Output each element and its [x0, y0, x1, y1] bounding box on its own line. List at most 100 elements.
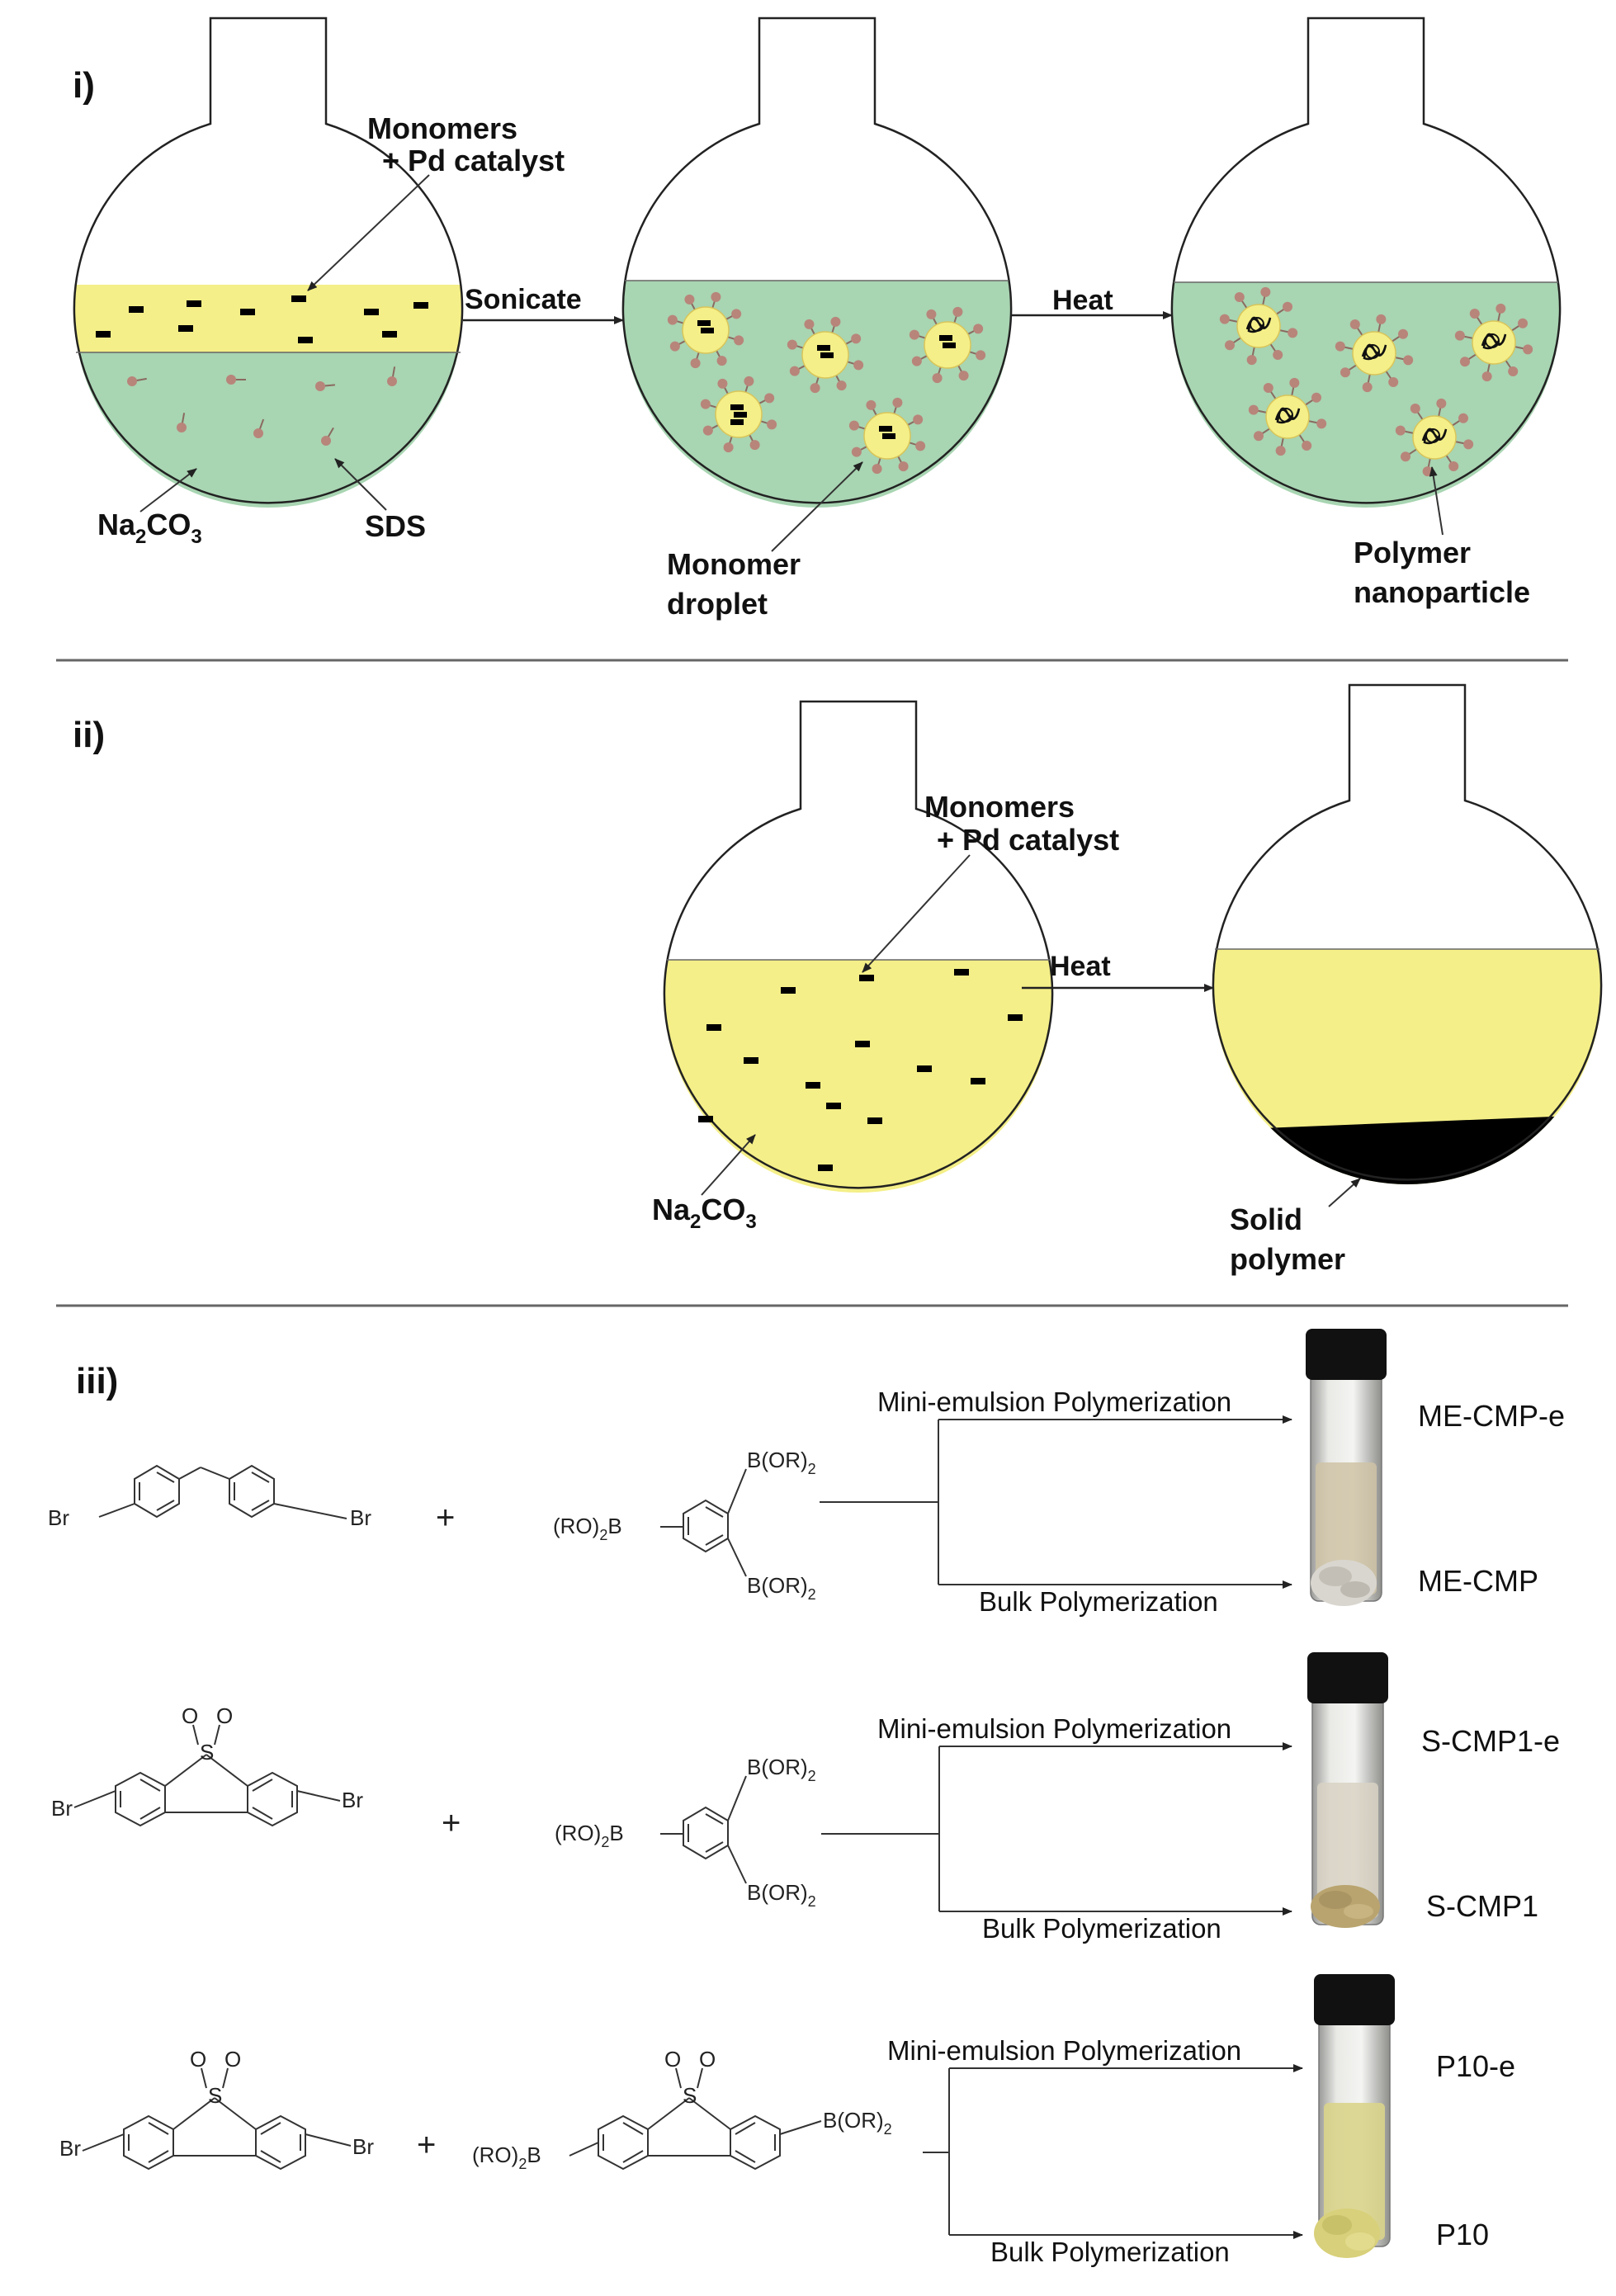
monomer-dibromo-dibenzothiophene-dioxide: [82, 2067, 352, 2171]
flask-outline: [1170, 17, 1562, 504]
monomer-dashes: [698, 969, 1023, 1171]
flask-outline: [73, 17, 464, 504]
monomer-dash: [178, 325, 193, 332]
monomer-droplet-label-1: Monomer: [667, 547, 801, 581]
flask-i-3: [1170, 17, 1562, 508]
na2co3-label: Na2CO3: [97, 508, 202, 548]
polymer-nanoparticle: [1248, 377, 1327, 456]
product-label: P10-e: [1436, 2049, 1515, 2083]
flask-i-2: [621, 17, 1013, 508]
aqueous-phase: [1172, 282, 1560, 508]
monomer-dash: [954, 969, 969, 976]
oxygen-atom: O: [664, 2047, 681, 2072]
oxygen-atom: O: [216, 1703, 233, 1728]
oxygen-atom: O: [224, 2047, 241, 2072]
panel-iii-label: iii): [76, 1361, 118, 1401]
flask-outline: [1212, 683, 1603, 1181]
monomer-triboronate: [660, 1775, 747, 1884]
sds-molecule: [226, 375, 236, 385]
reaction-row-3: S O O Br Br + S O O (RO)2B B(OR)2: [59, 1974, 1515, 2267]
product-label: ME-CMP: [1418, 1564, 1538, 1598]
polymer-nanoparticle: [1335, 314, 1414, 393]
boronate-group: (RO)2B: [553, 1514, 622, 1543]
monomer-dashes: [96, 295, 428, 343]
monomer-dash: [744, 1057, 758, 1064]
sulfur-atom: S: [208, 2083, 222, 2108]
oxygen-atom: O: [699, 2047, 716, 2072]
sds-molecule: [253, 428, 263, 438]
monomer-dibromobiphenyl: [98, 1464, 347, 1519]
monomers-label: Monomers: [367, 111, 517, 145]
monomer-dash: [859, 975, 874, 981]
vial-dispersion: [1314, 1974, 1395, 2247]
monomer-droplet: [848, 397, 926, 475]
branch-arrows: [820, 1415, 1292, 1589]
product-label: S-CMP1: [1426, 1889, 1538, 1923]
pd-catalyst-label: + Pd catalyst: [937, 823, 1119, 857]
polymer-nanoparticle: [1219, 286, 1298, 366]
monomer-dash: [413, 302, 428, 309]
sds-label: SDS: [365, 509, 426, 543]
monomers-label: Monomers: [924, 790, 1075, 824]
monomer-dash: [806, 1082, 820, 1089]
reaction-row-2: S O O Br Br + B(OR)2 (RO)2B B(OR)2: [51, 1652, 1560, 1944]
organic-phase: [74, 285, 462, 352]
flask-outline: [621, 17, 1013, 504]
monomer-dibenzothiophene-dioxide-diboronate: [569, 2067, 822, 2171]
heat-label: Heat: [1050, 951, 1111, 982]
plus-sign: +: [436, 1500, 455, 1536]
boronate-group: B(OR)2: [747, 1573, 816, 1603]
sulfur-atom: S: [683, 2083, 697, 2108]
bromo-group: Br: [51, 1796, 73, 1821]
pointer-line: [1429, 466, 1444, 536]
na2co3-label: Na2CO3: [652, 1193, 757, 1233]
sds-molecule: [315, 381, 325, 391]
panel-i-label: i): [73, 65, 95, 106]
monomer-dash: [382, 331, 397, 338]
bromo-group: Br: [342, 1788, 363, 1812]
sulfur-atom: S: [200, 1740, 214, 1765]
branch-arrows: [821, 1742, 1292, 1916]
miniemulsion-route-label: Mini-emulsion Polymerization: [887, 2035, 1241, 2066]
sds-molecule: [177, 423, 187, 432]
sds-molecule: [321, 436, 331, 446]
plus-sign: +: [417, 2127, 436, 2163]
polymer-nanoparticle: [1395, 398, 1474, 477]
flask-ii-1: [663, 700, 1054, 1193]
monomer-dash: [781, 987, 796, 994]
boronate-group: B(OR)2: [747, 1755, 816, 1784]
polymer-nanoparticles: [1219, 286, 1533, 477]
monomer-droplet: [787, 316, 864, 394]
monomer-dash: [855, 1041, 870, 1047]
solid-polymer: [1213, 1114, 1601, 1184]
monomer-triboronate: [660, 1468, 747, 1577]
monomer-droplet-label-2: droplet: [667, 587, 768, 621]
monomer-dash: [187, 300, 201, 307]
flask-outline: [663, 700, 1054, 1189]
monomer-dash: [971, 1078, 985, 1084]
boronate-group: B(OR)2: [747, 1448, 816, 1477]
monomer-dibromo-dibenzothiophene-dioxide: [73, 1724, 341, 1827]
bulk-route-label: Bulk Polymerization: [982, 1913, 1221, 1944]
monomer-dash: [364, 309, 379, 315]
monomer-dash: [96, 331, 111, 338]
sds-molecule: [127, 376, 137, 386]
monomer-dash: [1008, 1014, 1023, 1021]
bulk-route-label: Bulk Polymerization: [979, 1586, 1218, 1617]
polymer-nanoparticle-label-2: nanoparticle: [1354, 575, 1530, 609]
oxygen-atom: O: [190, 2047, 206, 2072]
bromo-group: Br: [48, 1505, 69, 1530]
solid-polymer-label-1: Solid: [1230, 1202, 1302, 1236]
monomer-droplet: [909, 306, 986, 384]
monomer-droplet: [667, 291, 744, 369]
flask-i-1: [73, 17, 464, 508]
monomer-dash: [298, 337, 313, 343]
bulk-route-label: Bulk Polymerization: [990, 2237, 1230, 2267]
flask-ii-2: [1212, 683, 1603, 1184]
pointer-line: [701, 1134, 756, 1196]
sonicate-label: Sonicate: [465, 284, 582, 315]
boronate-group: B(OR)2: [823, 2108, 892, 2138]
reaction-row-1: Br Br + B(OR)2 (RO)2B B(OR)2 Mini-emuls: [48, 1329, 1565, 1617]
monomer-dash: [291, 295, 306, 302]
pointer-line: [1328, 1178, 1361, 1207]
